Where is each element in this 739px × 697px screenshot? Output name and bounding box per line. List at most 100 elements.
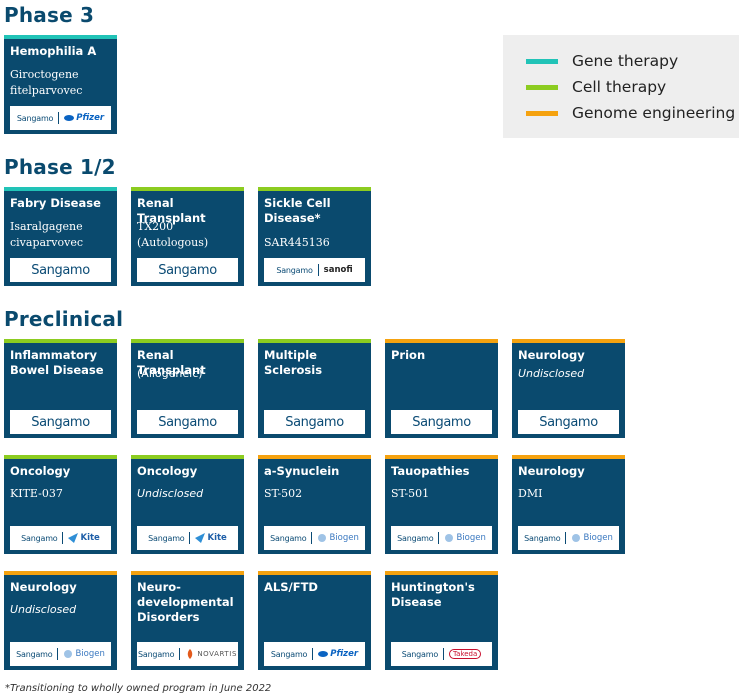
partner-name: Takeda bbox=[453, 650, 478, 658]
card-title: Hemophilia A bbox=[10, 44, 97, 58]
logo-divider bbox=[438, 532, 440, 544]
logo-divider bbox=[189, 532, 191, 544]
partner-logo: Sangamo NOVARTIS bbox=[137, 642, 238, 666]
logo-divider bbox=[311, 532, 313, 544]
sangamo-logo: Sangamo bbox=[276, 265, 313, 275]
card-subtitle: ST-501 bbox=[391, 487, 430, 500]
partner-name: NOVARTIS bbox=[197, 650, 238, 658]
card-title: Huntington's Disease bbox=[391, 580, 475, 609]
modality-bar-cell bbox=[4, 455, 117, 459]
program-card-neurodevelopmental-disorders: Neuro-developmental Disorders Sangamo NO… bbox=[131, 571, 244, 670]
partner-name: Biogen bbox=[583, 533, 613, 543]
card-title: Neurology bbox=[10, 580, 77, 594]
logo-divider bbox=[317, 264, 319, 276]
partner-logo: Sangamo Biogen bbox=[518, 526, 619, 550]
sangamo-logo: Sangamo bbox=[412, 414, 471, 430]
legend-item-cell-therapy: Cell therapy bbox=[526, 76, 666, 98]
sangamo-logo: Sangamo bbox=[31, 414, 90, 430]
partner-name: Kite bbox=[80, 533, 100, 543]
sangamo-logo: Sangamo bbox=[148, 533, 185, 543]
partner-logo: Sangamo Kite bbox=[137, 526, 238, 550]
program-card-neurology-undisclosed: Neurology Undisclosed Sangamo bbox=[512, 339, 625, 438]
card-subtitle: (Allogeneic) bbox=[137, 367, 203, 380]
partner-name: Pfizer bbox=[330, 649, 359, 659]
program-card-oncology-undisclosed: Oncology Undisclosed Sangamo Kite bbox=[131, 455, 244, 554]
legend-label: Genome engineering bbox=[572, 104, 736, 122]
partner-logo: Sangamo bbox=[10, 410, 111, 434]
genome-engineering-swatch bbox=[526, 110, 558, 116]
section-title-phase-1-2: Phase 1/2 bbox=[4, 155, 116, 179]
sangamo-logo: Sangamo bbox=[397, 533, 434, 543]
program-card-multiple-sclerosis: Multiple Sclerosis Sangamo bbox=[258, 339, 371, 438]
sangamo-logo: Sangamo bbox=[539, 414, 598, 430]
logo-divider bbox=[443, 648, 445, 660]
logo-divider bbox=[62, 532, 64, 544]
modality-bar-cell bbox=[258, 187, 371, 191]
partner-logo: Sangamo Takeda bbox=[391, 642, 492, 666]
card-title: Renal Transplant bbox=[137, 348, 206, 377]
program-card-a-synuclein: a-Synuclein ST-502 Sangamo Biogen bbox=[258, 455, 371, 554]
partner-name: Pfizer bbox=[76, 113, 105, 123]
legend-item-gene-therapy: Gene therapy bbox=[526, 50, 678, 72]
card-title: Renal Transplant bbox=[137, 196, 206, 225]
sangamo-logo: Sangamo bbox=[270, 533, 307, 543]
card-subtitle: Undisclosed bbox=[10, 603, 77, 616]
modality-bar-gene bbox=[4, 187, 117, 191]
card-subtitle: SAR445136 bbox=[264, 236, 330, 249]
program-card-prion: Prion Sangamo bbox=[385, 339, 498, 438]
partner-logo: Sangamo bbox=[137, 410, 238, 434]
program-card-sickle-cell-disease: Sickle Cell Disease* SAR445136 Sangamo s… bbox=[258, 187, 371, 286]
pfizer-logo: Pfizer bbox=[318, 649, 358, 659]
modality-bar-cell bbox=[131, 339, 244, 343]
program-card-renal-transplant-autologous: Renal Transplant TX200 (Autologous) Sang… bbox=[131, 187, 244, 286]
card-title: Sickle Cell Disease* bbox=[264, 196, 331, 225]
kite-icon bbox=[195, 533, 206, 543]
partner-logo: Sangamo Biogen bbox=[391, 526, 492, 550]
card-title: Neuro-developmental Disorders bbox=[137, 580, 234, 624]
program-card-neurology-undisclosed-biogen: Neurology Undisclosed Sangamo Biogen bbox=[4, 571, 117, 670]
biogen-logo: Biogen bbox=[571, 533, 613, 543]
partner-name: Biogen bbox=[329, 533, 359, 543]
sangamo-logo: Sangamo bbox=[158, 262, 217, 278]
card-title: ALS/FTD bbox=[264, 580, 318, 594]
modality-bar-genome bbox=[512, 455, 625, 459]
modality-bar-genome bbox=[512, 339, 625, 343]
modality-bar-genome bbox=[258, 455, 371, 459]
sangamo-logo: Sangamo bbox=[270, 649, 308, 659]
partner-logo: Sangamo Biogen bbox=[10, 642, 111, 666]
partner-logo: Sangamo bbox=[137, 258, 238, 282]
section-title-phase-3: Phase 3 bbox=[4, 3, 95, 27]
partner-logo: Sangamo bbox=[518, 410, 619, 434]
program-card-huntingtons-disease: Huntington's Disease Sangamo Takeda bbox=[385, 571, 498, 670]
sangamo-logo: Sangamo bbox=[31, 262, 90, 278]
novartis-flame-icon bbox=[188, 649, 193, 659]
card-subtitle: DMI bbox=[518, 487, 543, 500]
sangamo-logo: Sangamo bbox=[158, 414, 217, 430]
modality-bar-cell bbox=[4, 339, 117, 343]
card-title: Neurology bbox=[518, 348, 585, 362]
sangamo-logo: Sangamo bbox=[285, 414, 344, 430]
modality-bar-genome bbox=[385, 455, 498, 459]
logo-divider bbox=[58, 112, 60, 124]
biogen-logo: Biogen bbox=[444, 533, 486, 543]
logo-divider bbox=[565, 532, 567, 544]
footnote: *Transitioning to wholly owned program i… bbox=[5, 683, 272, 694]
partner-logo: Sangamo bbox=[264, 410, 365, 434]
kite-logo: Kite bbox=[68, 533, 100, 543]
modality-bar-genome bbox=[131, 571, 244, 575]
modality-bar-gene bbox=[4, 35, 117, 39]
card-subtitle: Undisclosed bbox=[518, 367, 585, 380]
modality-bar-cell bbox=[258, 339, 371, 343]
modality-bar-cell bbox=[131, 187, 244, 191]
program-card-neurology-dmi: Neurology DMI Sangamo Biogen bbox=[512, 455, 625, 554]
card-subtitle: TX200 (Autologous) bbox=[137, 220, 209, 249]
sangamo-logo: Sangamo bbox=[524, 533, 561, 543]
sanofi-logo: sanofi bbox=[324, 265, 353, 275]
modality-bar-genome bbox=[385, 339, 498, 343]
biogen-icon bbox=[64, 650, 73, 658]
card-subtitle: Giroctogene fitelparvovec bbox=[10, 68, 83, 97]
biogen-logo: Biogen bbox=[317, 533, 359, 543]
program-card-tauopathies: Tauopathies ST-501 Sangamo Biogen bbox=[385, 455, 498, 554]
takeda-logo: Takeda bbox=[449, 649, 482, 659]
legend-item-genome-engineering: Genome engineering bbox=[526, 102, 735, 124]
